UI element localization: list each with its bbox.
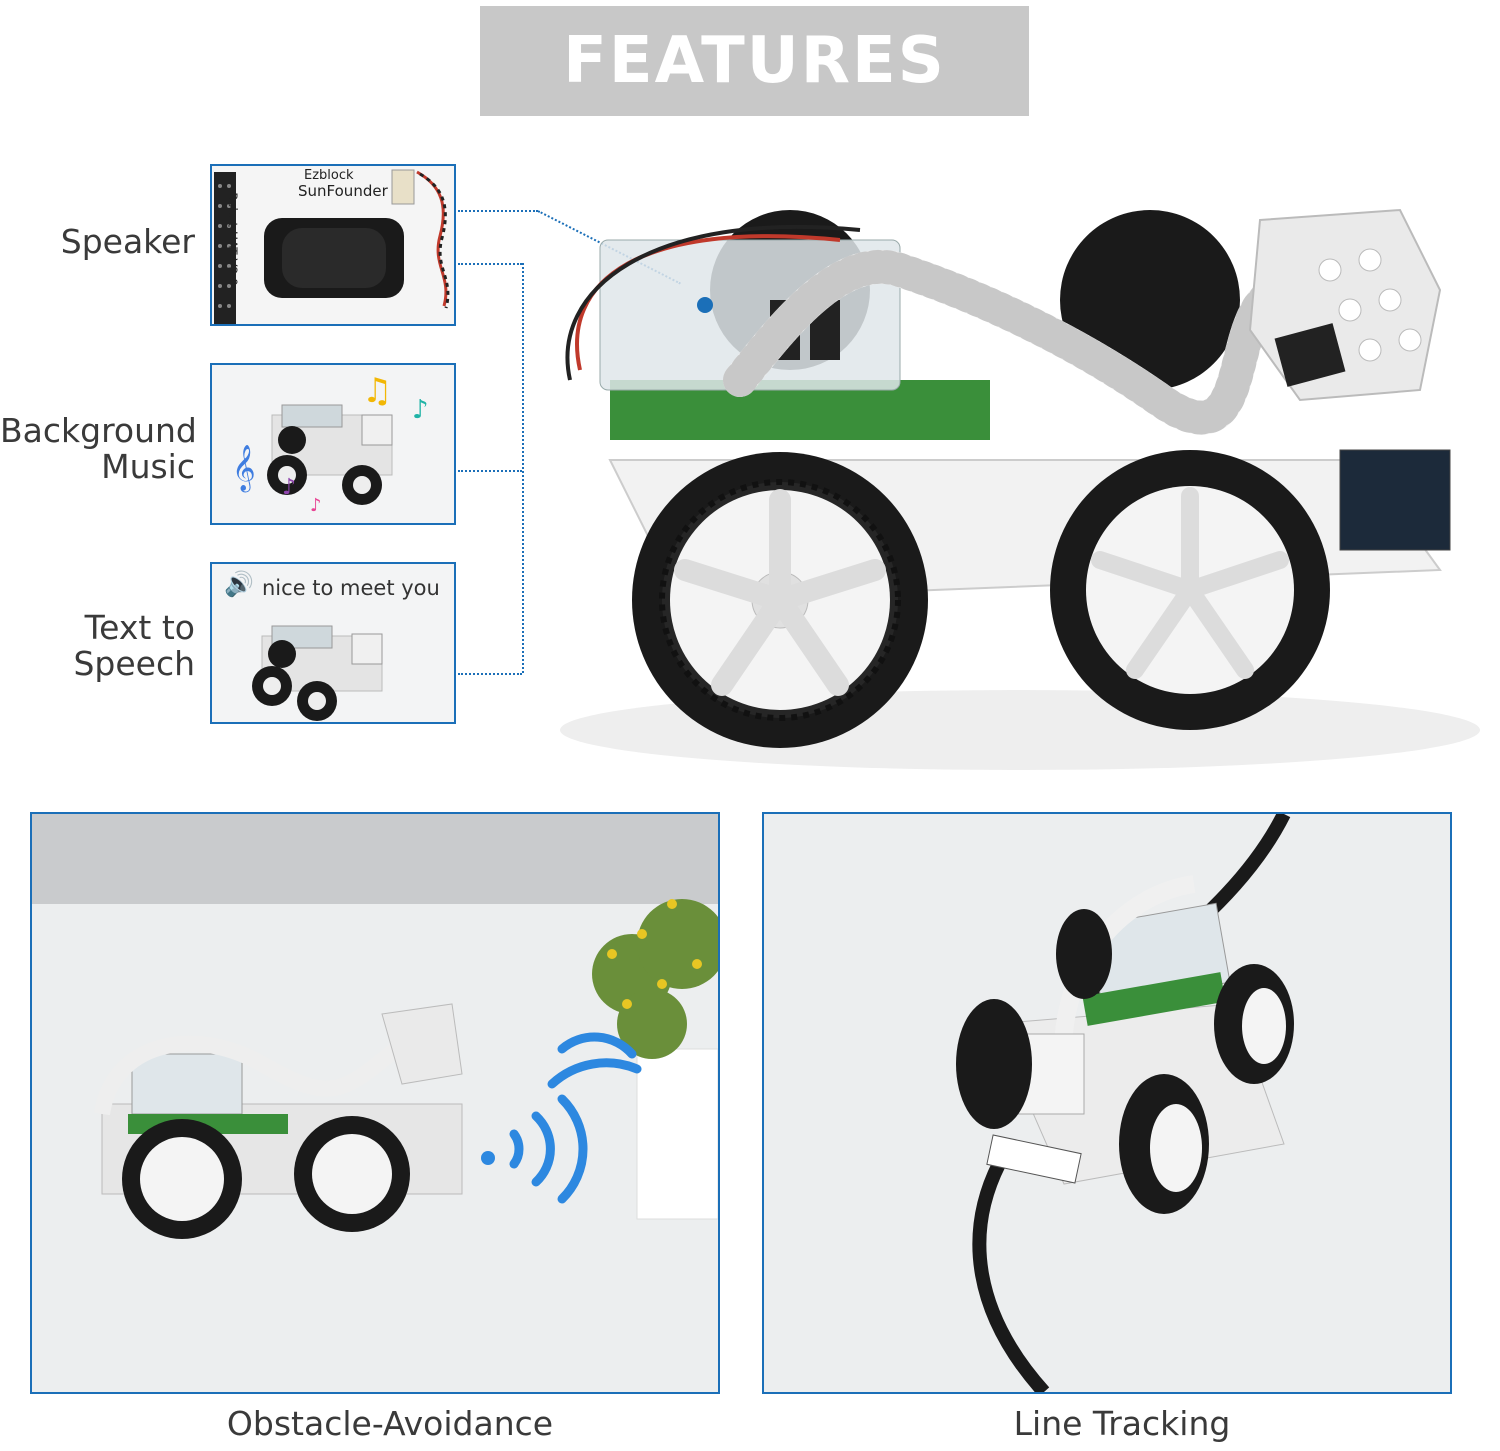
connector-line <box>458 470 522 472</box>
mini-car <box>267 404 393 505</box>
music-note-icon: ♪ <box>282 475 297 500</box>
maker-text: SunFounder <box>298 182 388 200</box>
line-tracking-photo <box>762 812 1452 1394</box>
treble-clef-icon: 𝄞 <box>232 445 256 491</box>
board-name-text: Robot HAT V2.0 <box>225 192 240 286</box>
music-note-icon: ♫ <box>362 371 393 411</box>
obstacle-avoidance-photo <box>30 812 720 1394</box>
music-note-icon: ♪ <box>412 395 429 425</box>
obstacle-avoidance-caption: Obstacle-Avoidance <box>226 1404 554 1443</box>
tts-text: nice to meet you <box>262 576 440 600</box>
connector-line <box>458 210 538 212</box>
connector-line <box>458 263 522 265</box>
text-to-speech-thumbnail: 🔊 nice to meet you <box>210 562 456 724</box>
front-left-wheel <box>632 452 928 748</box>
connector-line <box>458 673 522 675</box>
brand-text: Ezblock <box>304 168 354 183</box>
front-right-wheel <box>1050 450 1330 730</box>
speaker-icon: 🔊 <box>224 570 254 598</box>
feature-label-speaker: Speaker <box>60 222 195 261</box>
feature-label-text-to-speech: Text to Speech <box>73 608 195 683</box>
features-banner: FEATURES <box>480 6 1029 116</box>
music-note-icon: ♪ <box>310 495 322 516</box>
feature-label-background-music: Background Music <box>0 411 197 486</box>
robot-car-image <box>540 130 1500 780</box>
features-title: FEATURES <box>563 24 946 98</box>
background-music-thumbnail: ♫ ♪ 𝄞 ♪ ♪ <box>210 363 456 525</box>
speaker-board-thumbnail: Ezblock SunFounder Robot HAT V2.0 <box>210 164 456 326</box>
connector-line <box>522 263 524 673</box>
line-tracking-caption: Line Tracking <box>1013 1404 1231 1443</box>
